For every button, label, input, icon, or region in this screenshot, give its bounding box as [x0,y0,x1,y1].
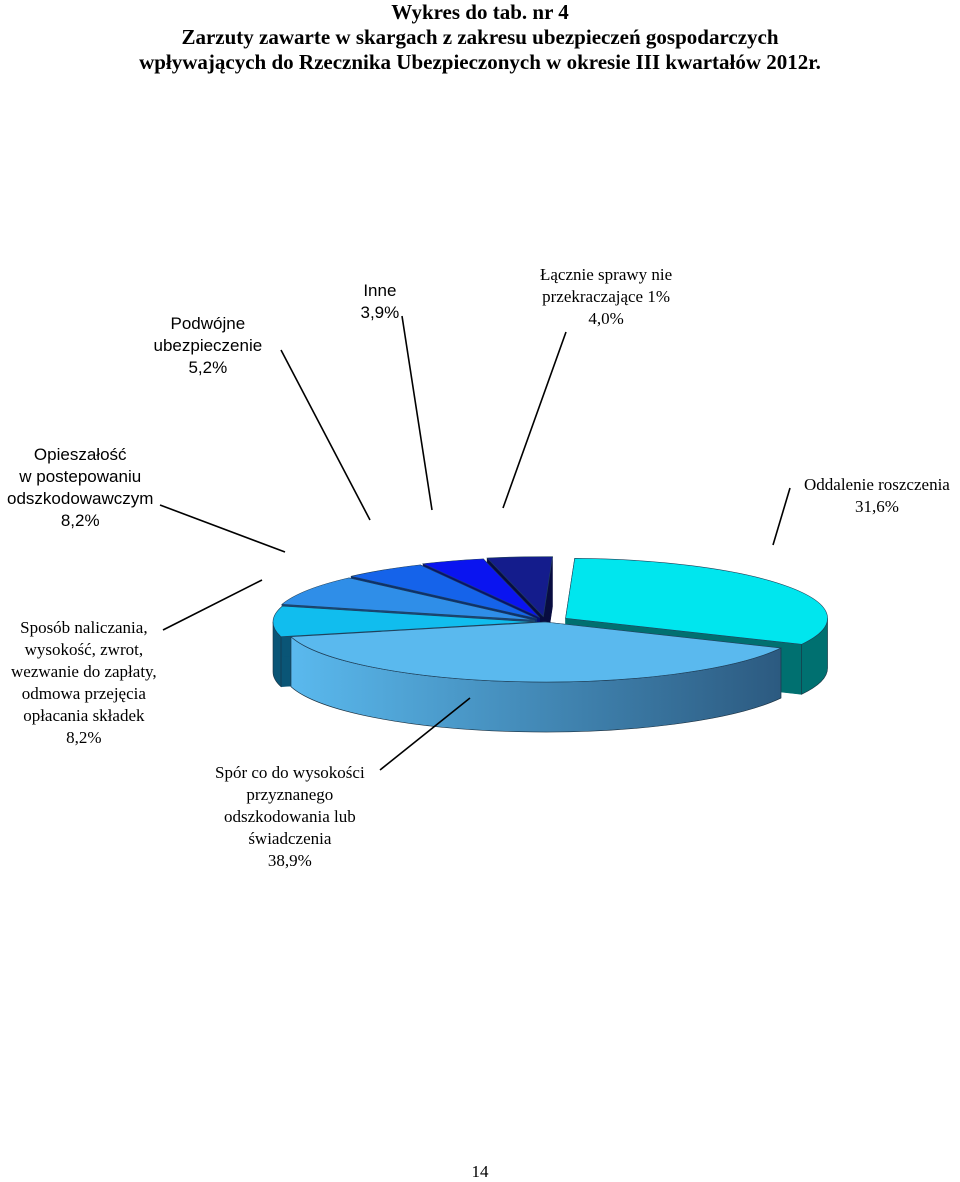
slice-label-line: przekraczające 1% [542,287,671,306]
slice-label: Inne 3,9% [361,280,400,324]
slice-label-line: opłacania składek [23,706,145,725]
leader-line [772,487,791,546]
leader-line [280,349,371,521]
page-number: 14 [471,1162,489,1181]
chart-title: Wykres do tab. nr 4 Zarzuty zawarte w sk… [0,0,960,75]
slice-label-line: 5,2% [188,358,228,377]
slice-label-line: 3,9% [360,303,400,322]
slice-label-line: wysokość, zwrot, [24,640,144,659]
slice-label-line: 8,2% [60,511,100,530]
leader-line [502,331,567,509]
leader-line [401,315,433,511]
pie-slice [290,621,783,733]
slice-label-line: Łącznie sprawy nie [540,265,673,284]
slice-label-line: odszkodowania lub [223,807,356,826]
slice-label-line: ubezpieczenie [153,336,263,355]
slice-label-line: Inne [363,281,397,300]
slice-label-line: 38,9% [267,851,312,870]
slice-label: Spór co do wysokości przyznanego odszkodow… [215,762,365,872]
slice-label-line: 8,2% [66,728,102,747]
leader-line [159,504,286,553]
slice-label-line: odmowa przejęcia [21,684,146,703]
slice-label: Opieszałość w postepowaniu odszkodowawczym… [7,444,153,532]
slice-label-line: odszkodowawczym [7,489,154,508]
slice-label: Podwójne ubezpieczenie 5,2% [154,313,263,379]
leader-line [379,697,471,771]
slice-label-line: Opieszałość [33,445,127,464]
slice-label-line: wezwanie do zapłaty, [11,662,157,681]
leader-line [162,579,263,631]
slice-label: Łącznie sprawy nie przekraczające 1% 4,0% [540,264,672,330]
slice-label: Sposób naliczania, wysokość, zwrot, wezwan… [11,617,157,749]
slice-label-line: Oddalenie roszczenia [804,475,950,494]
slice-label-line: przyznanego [246,785,334,804]
slice-label-line: świadczenia [248,829,332,848]
slice-label-line: w postepowaniu [19,467,142,486]
title-line-2: Zarzuty zawarte w skargach z zakresu ube… [181,25,779,49]
slice-label-line: Podwójne [170,314,246,333]
slice-label-line: 4,0% [588,309,624,328]
slice-label-line: Spór co do wysokości [215,763,365,782]
title-line-3: wpływających do Rzecznika Ubezpieczonych… [139,50,821,74]
title-line-1: Wykres do tab. nr 4 [391,0,569,24]
slice-label: Oddalenie roszczenia 31,6% [804,474,950,518]
slice-label-line: Sposób naliczania, [20,618,148,637]
slice-label-line: 31,6% [854,497,899,516]
